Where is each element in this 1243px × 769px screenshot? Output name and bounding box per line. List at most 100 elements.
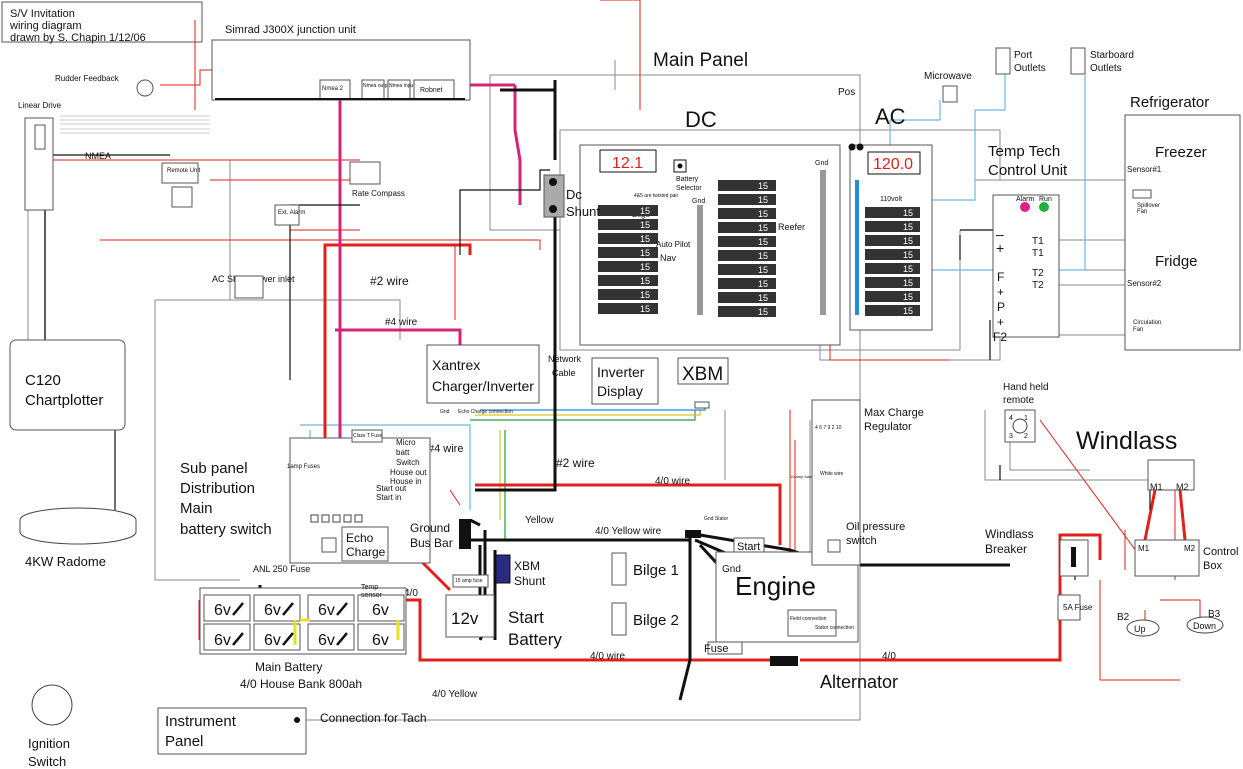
alternator-label: Alternator xyxy=(820,672,898,692)
c120-chartplotter xyxy=(9,339,126,431)
dc-breaker[interactable] xyxy=(718,180,776,191)
xbm-shunt-label-1: XBM xyxy=(514,559,540,573)
echo-charge-box xyxy=(341,526,389,562)
fuse-15-label: 15 amp fuse xyxy=(455,578,483,584)
refrigerator-body xyxy=(1124,114,1241,351)
ac-breaker[interactable] xyxy=(865,291,920,302)
c120-label-1: C120 xyxy=(25,372,61,389)
linear-drive: Linear Drive NMEA xyxy=(18,101,210,211)
ac-breaker[interactable] xyxy=(865,305,920,316)
dc-breaker[interactable] xyxy=(718,194,776,205)
ac-breaker[interactable] xyxy=(865,263,920,274)
xbm-box xyxy=(677,357,729,385)
dc-breaker[interactable] xyxy=(598,303,658,314)
bilge1-body xyxy=(611,552,627,586)
f-terminal: F xyxy=(997,270,1004,284)
dc-breaker[interactable] xyxy=(718,278,776,289)
ac-breaker[interactable] xyxy=(865,249,920,260)
title-block: S/V Invitation wiring diagram drawn by S… xyxy=(1,1,203,44)
wire-4-label-b: #4 wire xyxy=(428,443,463,455)
svg-text:6v: 6v xyxy=(372,602,389,619)
dc-breaker[interactable] xyxy=(598,233,658,244)
nmea-input-label: Nmea input xyxy=(389,83,415,89)
remote-unit-body xyxy=(171,186,193,208)
run-label: Run xyxy=(1039,196,1052,203)
regulator-pins-label: 4 6 7 9 2 10 xyxy=(815,425,842,431)
spillover-fan xyxy=(1132,189,1152,199)
microwave-outlet xyxy=(942,85,958,103)
max-charge-label-2: Regulator xyxy=(864,421,912,433)
svg-text:2: 2 xyxy=(1024,433,1028,440)
ac-breaker[interactable] xyxy=(865,277,920,288)
svg-text:15: 15 xyxy=(758,251,768,261)
micro-batt-label-1: Micro xyxy=(396,438,416,447)
svg-text:6v: 6v xyxy=(264,602,281,619)
port-outlets-box xyxy=(995,47,1011,75)
svg-text:15: 15 xyxy=(758,265,768,275)
battery-cell xyxy=(307,623,355,651)
spillover-fan-label-1: Spillover xyxy=(1137,203,1160,209)
b2-label: B2 xyxy=(1117,612,1130,623)
svg-text:3: 3 xyxy=(1009,433,1013,440)
alarm-led xyxy=(1020,202,1030,212)
gnd-stator-label: Gnd Stator xyxy=(704,516,729,522)
yellow-4-0-label: 4/0 Yellow xyxy=(432,689,478,700)
pos-label: Pos xyxy=(838,87,855,98)
dc-breaker[interactable] xyxy=(598,275,658,286)
dc-breaker[interactable] xyxy=(718,236,776,247)
dc-breaker[interactable] xyxy=(598,247,658,258)
dc-breaker[interactable] xyxy=(718,306,776,317)
xantrex-charger-inverter: Xantrex Charger/Inverter Gnd Echo Charge… xyxy=(426,344,659,415)
up-button[interactable] xyxy=(1126,619,1160,637)
four-zero-b-label: 4/0 xyxy=(882,651,896,662)
dc-breaker[interactable] xyxy=(718,250,776,261)
svg-text:6v: 6v xyxy=(318,632,335,649)
bilge-pumps: Bilge 1 Bilge 2 xyxy=(611,552,679,636)
ac-breaker[interactable] xyxy=(865,235,920,246)
dc-breaker[interactable] xyxy=(718,292,776,303)
dc-breaker[interactable] xyxy=(598,261,658,272)
class-t-fuse xyxy=(351,429,383,443)
linear-drive-label: Linear Drive xyxy=(18,101,62,110)
down-button[interactable] xyxy=(1186,616,1224,634)
windlass-breaker-label-1: Windlass xyxy=(985,527,1034,541)
f2-terminal: F2 xyxy=(993,330,1007,344)
xantrex-body xyxy=(426,344,540,404)
fridge-label: Fridge xyxy=(1155,253,1198,270)
minus-terminal: – xyxy=(996,226,1004,242)
ac-shorepower: AC Shorepower inlet xyxy=(212,274,295,299)
temp-sensor-label-1: Temp xyxy=(361,584,378,591)
svg-text:15: 15 xyxy=(903,264,913,274)
dc-breaker[interactable] xyxy=(598,205,658,216)
svg-text:6v: 6v xyxy=(214,632,231,649)
ac-110volt-label: 110volt xyxy=(880,196,902,203)
svg-text:15: 15 xyxy=(903,306,913,316)
xbm-label: XBM xyxy=(682,364,723,385)
plus-terminal-2: + xyxy=(997,285,1004,299)
main-panel-label: Main Panel xyxy=(653,50,748,71)
dc-breaker[interactable] xyxy=(718,208,776,219)
nmea2-label: Nmea 2 xyxy=(322,86,344,92)
dc-shunt-body xyxy=(543,174,565,218)
starter xyxy=(733,537,765,553)
svg-text:15: 15 xyxy=(640,276,650,286)
start-label: Start xyxy=(737,541,760,553)
five-a-fuse-label: 5A Fuse xyxy=(1063,603,1093,612)
ignition-switch[interactable] xyxy=(31,684,73,726)
dc-breaker[interactable] xyxy=(598,219,658,230)
ac-breaker[interactable] xyxy=(865,207,920,218)
control-box-label-1: Control xyxy=(1203,546,1238,558)
ac-breaker[interactable] xyxy=(865,221,920,232)
windlass-motor xyxy=(1147,459,1195,491)
svg-text:15: 15 xyxy=(640,234,650,244)
svg-text:15: 15 xyxy=(640,304,650,314)
windlass-m2: M2 xyxy=(1176,482,1189,492)
battery-cells: 6v 6v 6v 6v 6v 6v 6v 6v xyxy=(203,594,405,651)
dc-breaker[interactable] xyxy=(598,289,658,300)
dc-breaker[interactable] xyxy=(718,222,776,233)
t1-terminal-b: T1 xyxy=(1032,248,1044,259)
oil-pressure-label-2: switch xyxy=(846,535,877,547)
instrument-panel-box xyxy=(157,707,307,755)
class-t-fuse-label: Class T Fuse xyxy=(353,433,382,439)
dc-breaker[interactable] xyxy=(718,264,776,275)
